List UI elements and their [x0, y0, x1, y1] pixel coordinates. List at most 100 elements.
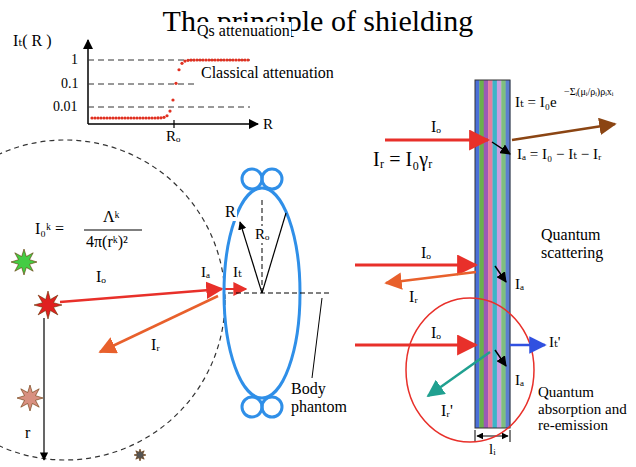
process-label: Quantum scattering — [540, 226, 622, 261]
qs-attenuation-curve-part — [90, 116, 93, 119]
beam-label: Iₒ — [430, 324, 442, 342]
attenuation-graph — [88, 40, 258, 128]
radiation-source-part — [11, 249, 37, 275]
qs-attenuation-curve-part — [162, 116, 165, 119]
radiation-source-part — [134, 449, 146, 461]
beam-label: Iᵣ — [408, 288, 419, 306]
slab-thickness-part — [510, 430, 511, 442]
qs-attenuation-curve-part — [219, 58, 222, 61]
attenuation-graph-part — [88, 107, 250, 108]
shield-layers-part — [475, 80, 510, 428]
qs-attenuation-curve-part — [102, 116, 105, 119]
slab-thickness-part — [475, 430, 476, 442]
beam-label: Iₐ — [514, 276, 525, 293]
qs-attenuation-curve-part — [168, 109, 171, 112]
classical-beams-part — [385, 139, 488, 142]
beam-label: Iᵣ — [150, 336, 161, 354]
formula: I₀ᵏ = — [34, 220, 65, 238]
scattering-beams-part — [386, 272, 476, 283]
tick-label: 0.01 — [52, 99, 79, 114]
qs-attenuation-curve-part — [156, 116, 159, 119]
attenuation-graph-part — [88, 84, 195, 85]
shield-layers-part — [488, 80, 493, 428]
left-beams-part — [224, 288, 246, 290]
shield-layers-part — [501, 80, 506, 428]
qs-attenuation-curve-part — [114, 116, 117, 119]
slab-thickness-part — [477, 436, 508, 437]
scattering-beams-part — [355, 264, 476, 267]
phantom-radii-part — [262, 213, 286, 293]
qs-attenuation-curve-part — [177, 68, 180, 71]
scattering-beams-part — [495, 266, 506, 282]
qs-attenuation-curve-part — [213, 58, 216, 61]
qs-attenuation-curve-part — [174, 82, 177, 85]
qs-attenuation-curve-part — [210, 58, 213, 61]
left-beams-part — [60, 289, 222, 302]
absorption-beams-part — [510, 344, 545, 347]
qs-attenuation-curve-part — [150, 116, 153, 119]
qs-attenuation-curve-part — [204, 58, 207, 61]
absorption-beams-part — [495, 350, 506, 366]
radiation-source — [11, 249, 146, 461]
scattering-beams — [355, 265, 506, 283]
qs-attenuation-curve-part — [123, 116, 126, 119]
qs-attenuation-curve-part — [186, 59, 189, 62]
shield-layers-part — [475, 80, 480, 428]
body-phantom-part — [242, 397, 262, 417]
attenuation-graph-part — [88, 123, 258, 125]
beam-label: Iₐ — [200, 264, 211, 281]
absorption-beams-part — [428, 352, 490, 396]
shield-layers-part — [484, 80, 489, 428]
axis-label: Iₜ( R ) — [12, 32, 53, 50]
shield-layers-part — [493, 80, 498, 428]
qs-attenuation-curve-part — [138, 116, 141, 119]
formula: Iᵣ = I₀γᵣ — [372, 148, 434, 170]
title: The principle of shielding — [0, 4, 636, 37]
qs-attenuation-curve-part — [240, 58, 243, 61]
formula: Iₜ = I₀e — [514, 94, 558, 111]
axis-tick-label: Rₒ — [165, 128, 181, 145]
beam-label: Iₐ — [514, 372, 525, 389]
tick-label: 0.1 — [60, 76, 80, 91]
beam-label: Iₜ — [232, 264, 243, 281]
absorption-beams-part — [355, 344, 476, 347]
qs-attenuation-curve-part — [93, 116, 96, 119]
fraction-bar — [84, 230, 142, 231]
qs-attenuation-curve-part — [99, 116, 102, 119]
phantom-radii-part — [312, 298, 322, 378]
body-phantom-part — [262, 169, 282, 189]
source-sphere-part — [0, 140, 225, 460]
radiation-source-part — [34, 291, 62, 319]
qs-attenuation-curve-part — [111, 116, 114, 119]
phantom-radii — [228, 200, 330, 378]
formula-denominator: 4π(rᵏ)² — [85, 233, 129, 251]
qs-attenuation-curve-part — [159, 116, 162, 119]
qs-attenuation-curve-part — [141, 116, 144, 119]
qs-attenuation-curve-part — [189, 58, 192, 61]
qs-attenuation-curve-part — [246, 58, 249, 61]
source-sphere — [0, 140, 225, 460]
attenuation-graph-part — [87, 40, 89, 124]
qs-attenuation-curve-part — [144, 116, 147, 119]
qs-attenuation-curve-part — [135, 116, 138, 119]
classical-beams-part — [512, 124, 615, 140]
qs-attenuation-curve-part — [132, 116, 135, 119]
qs-attenuation-curve-part — [192, 58, 195, 61]
radiation-source-part — [17, 385, 43, 411]
qs-attenuation-curve-part — [105, 116, 108, 119]
classical-beams-part — [492, 142, 510, 154]
qs-attenuation-curve-part — [96, 116, 99, 119]
qs-attenuation-curve-part — [171, 98, 174, 101]
qs-attenuation-curve-part — [243, 58, 246, 61]
curve-label: Classical attenuation — [200, 64, 335, 82]
phantom-radii-part — [228, 293, 330, 294]
radius-label: R — [224, 203, 237, 221]
tick-label: 1 — [70, 52, 79, 67]
qs-attenuation-curve-part — [216, 58, 219, 61]
beam-label: Iₒ — [430, 118, 442, 136]
qs-attenuation-curve-part — [108, 116, 111, 119]
distance-label: r — [24, 424, 31, 442]
qs-attenuation-curve-part — [129, 116, 132, 119]
formula: Iₐ = I₀ − Iₜ − Iᵣ — [516, 146, 602, 163]
formula-numerator: Λᵏ — [102, 208, 121, 226]
